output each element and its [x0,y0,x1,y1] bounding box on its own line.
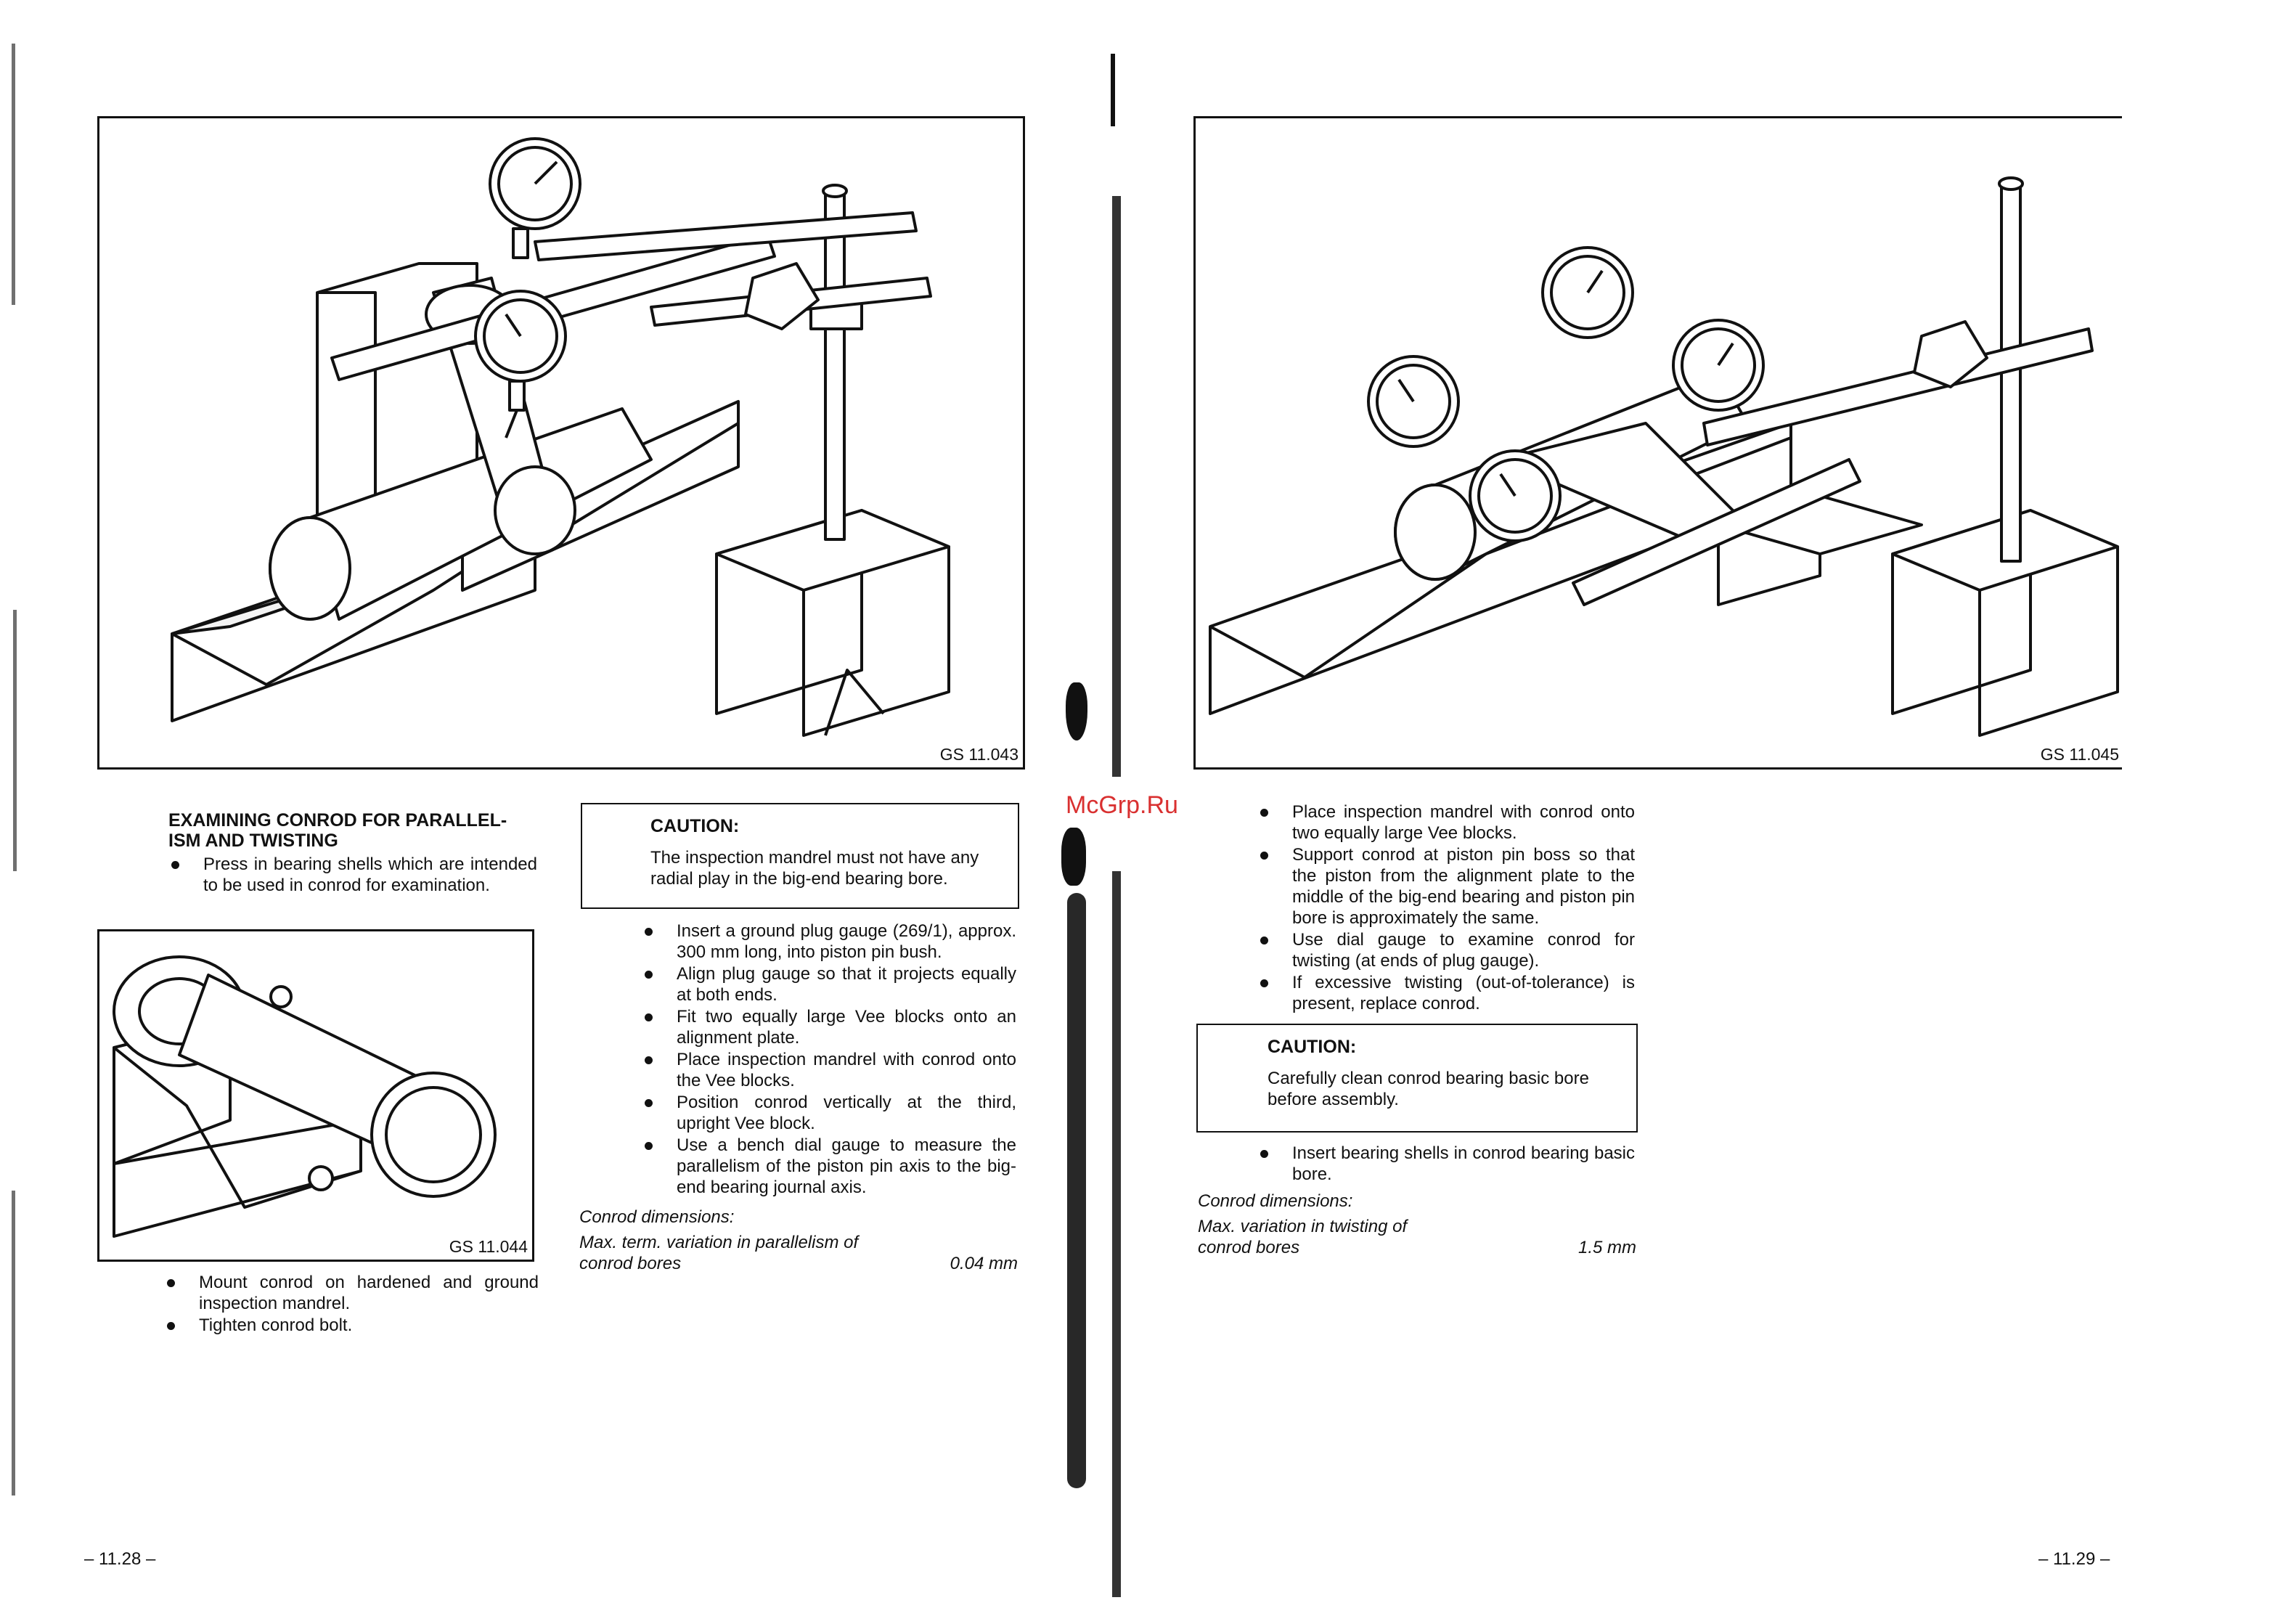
procedure-bullet-list: Insert a ground plug gauge (269/1), appr… [639,921,1016,1199]
figure-label: GS 11.043 [939,745,1019,764]
list-item: Tighten conrod bolt. [161,1315,539,1336]
list-item: Place inspection mandrel with conrod ont… [639,1049,1016,1091]
list-item: Support conrod at piston pin boss so tha… [1254,844,1635,929]
list-item: Insert a ground plug gauge (269/1), appr… [639,921,1016,963]
bearing-bullet-list: Insert bearing shells in conrod bearing … [1254,1143,1635,1186]
section-heading: EXAMINING CONROD FOR PARALLEL- ISM AND T… [168,810,507,851]
caution-box: CAUTION: The inspection mandrel must not… [581,803,1019,909]
figure-twisting-setup: GS 11.045 [1193,116,2122,770]
intro-bullet-list: Press in bearing shells which are intend… [166,854,537,897]
binding-spine [1112,871,1121,1597]
binding-mark [1061,828,1086,886]
watermark: McGrp.Ru [1066,791,1178,819]
binding-spine [1112,196,1121,777]
binding-mark [1067,893,1086,1488]
dimension-value: 0.04 mm [950,1254,1018,1273]
dimension-value: 1.5 mm [1577,1238,1636,1257]
twisting-illustration [1209,176,2119,737]
dimensions-title: Conrod dimensions: [579,1207,735,1227]
caution-body: Carefully clean conrod bearing basic bor… [1268,1069,1589,1109]
caution-title: CAUTION: [650,816,740,836]
list-item: Use dial gauge to examine conrod for twi… [1254,929,1635,971]
page-number-left: – 11.28 – [84,1549,156,1569]
figure-parallelism-setup: GS 11.043 [97,116,1025,770]
list-item: Insert bearing shells in conrod bearing … [1254,1143,1635,1185]
list-item: Place inspection mandrel with conrod ont… [1254,801,1635,844]
mount-bullet-list: Mount conrod on hardened and ground insp… [161,1272,539,1337]
caution-body: The inspection mandrel must not have any… [650,848,979,889]
dimension-label-line2: conrod bores [1198,1238,1300,1257]
caution-box: CAUTION: Carefully clean conrod bearing … [1196,1024,1638,1133]
binding-mark [1066,682,1087,740]
list-item: Mount conrod on hardened and ground insp… [161,1272,539,1314]
conrod-mandrel-illustration [113,955,497,1238]
parallelism-illustration [171,137,950,737]
list-item: Align plug gauge so that it projects equ… [639,963,1016,1005]
scan-edge-mark [12,44,15,305]
scan-edge-mark [13,610,17,871]
caution-title: CAUTION: [1268,1037,1357,1057]
list-item: Fit two equally large Vee blocks onto an… [639,1006,1016,1048]
dimensions-title: Conrod dimensions: [1198,1191,1353,1211]
conrod-dimensions: Conrod dimensions: Max. variation in twi… [1198,1191,1636,1258]
conrod-dimensions: Conrod dimensions: Max. term. variation … [579,1207,1018,1274]
page-number-right: – 11.29 – [2038,1549,2110,1569]
twisting-bullet-list: Place inspection mandrel with conrod ont… [1254,801,1635,1015]
figure-conrod-mandrel: GS 11.044 [97,929,534,1262]
dimension-label-line1: Max. term. variation in parallelism of [579,1233,859,1252]
list-item: Position conrod vertically at the third,… [639,1092,1016,1134]
scan-edge-mark [12,1191,15,1496]
list-item: Press in bearing shells which are intend… [166,854,537,896]
list-item: Use a bench dial gauge to measure the pa… [639,1135,1016,1198]
figure-label: GS 11.045 [2040,745,2119,764]
figure-label: GS 11.044 [449,1237,528,1256]
dimension-label-line2: conrod bores [579,1254,682,1273]
binding-spine [1111,54,1115,126]
dimension-label-line1: Max. variation in twisting of [1198,1217,1408,1236]
list-item: If excessive twisting (out-of-tolerance)… [1254,972,1635,1014]
